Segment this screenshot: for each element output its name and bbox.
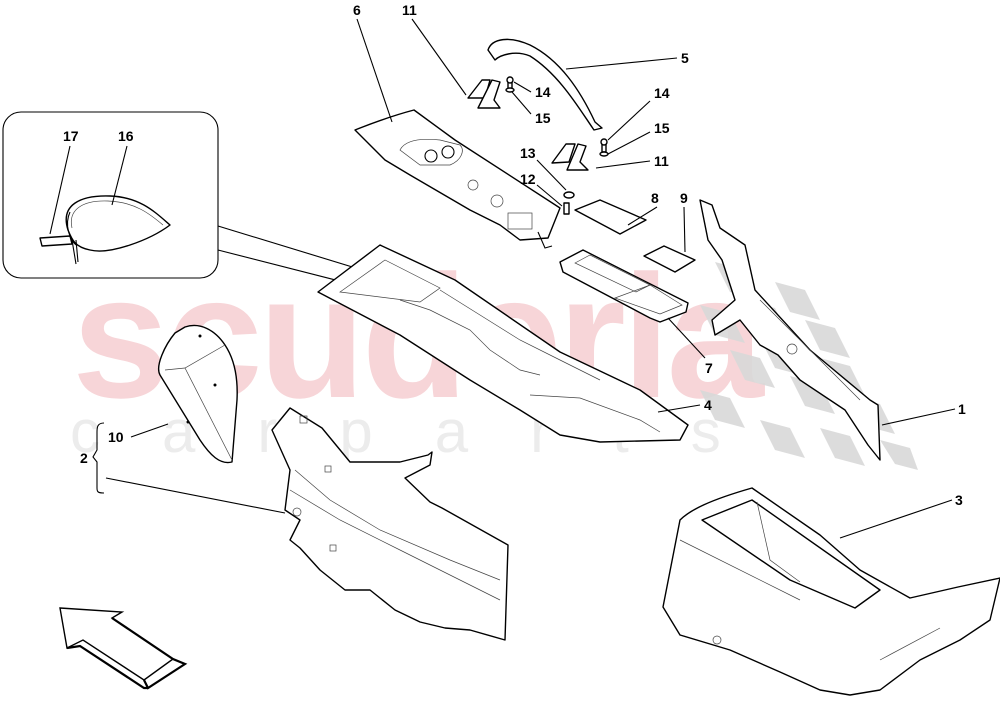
callout-16[interactable]: 16 bbox=[118, 128, 134, 144]
callout-5[interactable]: 5 bbox=[681, 50, 689, 66]
callout-11-left[interactable]: 11 bbox=[402, 2, 417, 18]
part-10-side-panel-insert bbox=[158, 324, 238, 464]
callout-13[interactable]: 13 bbox=[520, 145, 536, 161]
leader-3 bbox=[839, 499, 953, 539]
callout-8[interactable]: 8 bbox=[651, 190, 659, 206]
callout-3[interactable]: 3 bbox=[955, 492, 963, 508]
leader-17 bbox=[49, 145, 71, 235]
callout-14-right[interactable]: 14 bbox=[654, 85, 670, 101]
leader-11b bbox=[595, 160, 651, 169]
part-7-storage-compartment bbox=[559, 249, 689, 323]
callout-9[interactable]: 9 bbox=[680, 190, 688, 206]
part-6-console-top-cover bbox=[354, 109, 561, 249]
callout-1[interactable]: 1 bbox=[958, 401, 966, 417]
part-4-centre-console bbox=[317, 244, 689, 443]
front-direction-arrow-icon bbox=[59, 607, 188, 690]
part-15-washer-right bbox=[599, 151, 609, 157]
callout-2[interactable]: 2 bbox=[80, 450, 88, 466]
callout-14-left[interactable]: 14 bbox=[535, 84, 551, 100]
part-9-mat-insert bbox=[643, 245, 696, 273]
leader-11a bbox=[411, 18, 467, 96]
part-16-cable-guide bbox=[65, 195, 171, 252]
callout-4[interactable]: 4 bbox=[704, 397, 712, 413]
leader-7 bbox=[667, 317, 706, 359]
leader-16 bbox=[111, 145, 128, 206]
group-bracket-2 bbox=[92, 422, 105, 494]
callout-17[interactable]: 17 bbox=[63, 128, 79, 144]
leader-5 bbox=[565, 57, 678, 70]
callout-15-right[interactable]: 15 bbox=[654, 120, 670, 136]
part-8-mat-insert bbox=[574, 199, 647, 235]
leader-10 bbox=[130, 423, 169, 438]
part-12-screw bbox=[563, 202, 570, 215]
leader-6 bbox=[356, 18, 393, 123]
part-14-bolt-left bbox=[506, 76, 514, 91]
callout-10[interactable]: 10 bbox=[108, 429, 124, 445]
callout-7[interactable]: 7 bbox=[705, 360, 713, 376]
callout-15-left[interactable]: 15 bbox=[535, 110, 551, 126]
part-11-bracket-left bbox=[467, 79, 501, 109]
part-15-washer-left bbox=[505, 87, 515, 93]
leader-2 bbox=[105, 477, 286, 514]
leader-1 bbox=[881, 408, 956, 426]
part-2-side-trim-left bbox=[271, 407, 509, 641]
callout-12[interactable]: 12 bbox=[520, 171, 536, 187]
part-13-washer bbox=[563, 191, 575, 199]
callout-6[interactable]: 6 bbox=[353, 2, 361, 18]
part-14-bolt-right bbox=[600, 138, 608, 153]
leader-4 bbox=[657, 404, 701, 413]
part-11-bracket-right bbox=[551, 143, 589, 171]
part-17-cable-tie bbox=[39, 235, 79, 265]
part-3-rear-tunnel-trim bbox=[662, 487, 1000, 696]
part-5-grab-handle bbox=[487, 38, 603, 131]
part-1-side-trim-right bbox=[699, 199, 881, 461]
callout-11-right[interactable]: 11 bbox=[654, 153, 669, 169]
